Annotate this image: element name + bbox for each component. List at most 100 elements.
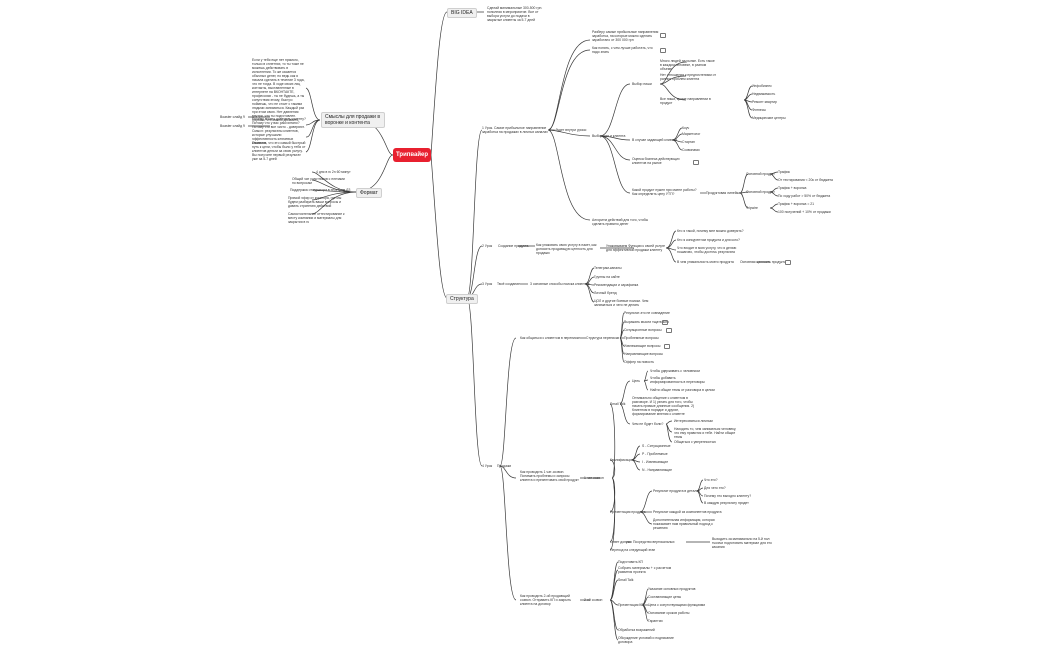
present-sub-2: Для чего это? — [704, 486, 726, 490]
present-node: Презентация продукта — [610, 510, 646, 514]
day2-right-4: В чем уникальность моего продукта — [677, 260, 734, 264]
second-call-4: Презентация КП — [618, 603, 644, 607]
day1-choice-note-2: Нет отношения к предпочтениям от ранних … — [660, 73, 716, 81]
present-1: Результат продукта в деталях — [653, 489, 700, 493]
day3-item-1: Телеграм-каналы — [594, 266, 622, 270]
spin-n: N - Направляющие — [642, 468, 673, 472]
day1-steps-label: Продуктовая линейка — [706, 191, 741, 195]
format-item-4: Прямой эфир от куратора, где мы будем ра… — [288, 196, 342, 208]
kp-1: Указание основных продуктов — [648, 587, 696, 591]
present-3: Дополнительная информация, которая показ… — [653, 518, 715, 530]
present-sub-4: В каждую результату придет — [704, 501, 749, 505]
day1-node[interactable]: 1 Урок. Самое прибыльное направление зар… — [482, 126, 548, 134]
big-idea-node[interactable]: BIG IDEA — [447, 8, 477, 18]
format-item-3: Поддержка от куратора в телеграм ДЗ — [290, 188, 351, 192]
kp-4: Основание сроков работы — [648, 611, 690, 615]
day1-choice-note-1: Много людей на рынке. Есть такое в каждо… — [660, 59, 715, 71]
small-talk-note: Оптимально общение с клиентом в разговор… — [632, 396, 695, 416]
present-sub-1: Что это? — [704, 478, 718, 482]
format-item-1: 4 дня в гк 2n 60 минут — [316, 170, 351, 174]
day1-niche-groups: Все ниши, кроме направлении в продукт — [660, 97, 711, 105]
day1-note-1: Разберу самые прибыльные направления зар… — [592, 30, 659, 42]
price-result-1: Трафик — [778, 170, 790, 174]
format-node[interactable]: Формат — [356, 188, 382, 198]
note-icon[interactable] — [785, 260, 791, 265]
kp-3: Цена с сопутствующими функциями — [648, 603, 706, 607]
second-call-2: Собрать материалы + с расчетом развития … — [618, 566, 672, 574]
day1-choice: Выбор ниши — [632, 82, 652, 86]
niche-5: Медицинские центры — [752, 116, 786, 120]
note-icon[interactable] — [662, 320, 668, 325]
meanings-node[interactable]: Смыслы для продажи в воронке и контента — [321, 112, 385, 128]
note-icon[interactable] — [660, 48, 666, 53]
day2-right-extra: Основная ценность продукта — [740, 260, 786, 264]
correspondence-3: Ситуационные вопросы — [624, 328, 662, 332]
root-node[interactable]: Трипвайер — [393, 148, 431, 162]
day1-best-client: Оценка бизнеса действующих клиентов на р… — [632, 157, 680, 165]
goal-3: Найти общие темы от разговора в целом — [650, 388, 715, 392]
price-result-2: От тестирования < 20к от бюджета — [778, 178, 833, 182]
day4-group2-mid: 1 чат-созвон — [584, 476, 604, 480]
day2-right-2: Кто я конкурентом продукта и для кого? — [677, 238, 740, 242]
day3-item-4: Личный бренд — [594, 291, 617, 295]
note-icon[interactable] — [666, 328, 672, 333]
day2-right-3: Что входит в мою услугу, что я делаю пош… — [677, 246, 737, 254]
day2-right-1: Кто я такой, почему мне можно доверять? — [677, 229, 744, 233]
format-item-2: Общий чат участников с плечами по вопрос… — [292, 177, 345, 185]
what-1: Интересоваться личным — [674, 419, 713, 423]
day4-node[interactable]: 4 Урок — [482, 464, 493, 468]
meaning-2: Почему можно доверять клиенту? Потому чт… — [252, 117, 306, 129]
note-icon[interactable] — [664, 344, 670, 349]
note-icon[interactable] — [660, 33, 666, 38]
note-icon[interactable] — [693, 160, 699, 165]
big-idea-text: Сделай минимальные 300-500 грн. пополняя… — [487, 6, 543, 22]
day2-node[interactable]: 2 Урок — [482, 244, 493, 248]
kp-5: Гарантии — [648, 619, 663, 623]
spin-p: P - Проблемные — [642, 452, 668, 456]
small-talk: Small Talk — [610, 402, 626, 406]
price-step-3: Tripwire — [746, 206, 758, 210]
present-2: Результат каждой из компонентов продукта — [653, 510, 722, 514]
day2-left: Как упаковать свою услугу в пакет, как д… — [536, 243, 597, 255]
objections-right: Выходить за минимально на 5-й пол тысячи… — [712, 537, 772, 549]
correspondence-1: Результат-это не совпадение — [624, 311, 670, 315]
price-option-4: Созвонами — [682, 148, 700, 152]
next-node: Переход на следующий этап — [610, 548, 656, 552]
objections-node: Ответ допуск — [610, 540, 631, 544]
price-result-3: Трафик + воронка — [778, 186, 807, 190]
goals: Цель — [632, 379, 641, 383]
meaning-1: Если у тебя еще нет прямого, только в сп… — [252, 58, 305, 122]
day3-item-2: Группы на сайте — [594, 275, 620, 279]
day1-price-net: Какой продукт нужен при смене работы? Ка… — [632, 188, 697, 196]
day3-item-5: ЦОЛ и другие боевые поиски. Чем занимать… — [594, 299, 649, 307]
meaning-4: Показать, что это самый быстрый путь к ц… — [252, 141, 306, 161]
day1-note-2: Как понять, с чем лучше работать, что на… — [592, 46, 653, 54]
price-step-2: Основной продукт — [746, 190, 775, 194]
price-result-5: Трафик + воронка = 21 — [778, 202, 815, 206]
day3-node[interactable]: 3 Урок — [482, 282, 493, 286]
day2-mid: Упаковываем Функции к своей услуге для э… — [606, 244, 666, 252]
kp-2: Составляющие цены — [648, 595, 682, 599]
second-call-1: Подготовить КП — [618, 560, 643, 564]
what-node: Чем не будет боли? — [632, 422, 664, 426]
niche-2: Недвижимость — [752, 92, 776, 96]
present-sub-3: Почему это выгодно клиенту? — [704, 494, 752, 498]
day3-item-3: Рекомендации и сарафанка — [594, 283, 639, 287]
day4-group1-right: Структура переписки — [586, 336, 620, 340]
second-call-3: Small Talk — [618, 578, 634, 582]
niche-1: Инфобизнес — [752, 84, 772, 88]
spin-node: Квалификация — [610, 458, 634, 462]
meaning-small-1: Boaster слайд 9 — [220, 115, 245, 119]
price-result-4: По ходу работ > 50% от бюджета — [778, 194, 831, 198]
objections-mid: Посредство вертикальных — [633, 540, 675, 544]
price-option-2: Маркетолог — [682, 132, 701, 136]
second-call-5: Обработка возражений — [618, 628, 655, 632]
what-3: Общаться с уверенностью — [674, 440, 716, 444]
price-option-1: Коуч — [682, 126, 690, 130]
second-call-6: Обсуждение условий и подписание договора — [618, 636, 674, 644]
spin-s: S - Ситуационные — [642, 444, 671, 448]
day1-algo: Алгоритм действий для того, чтобы сделат… — [592, 218, 649, 226]
spin-i: I - Извлекающие — [642, 460, 669, 464]
structure-node[interactable]: Структура — [446, 294, 478, 304]
correspondence-4: Проблемные вопросы — [624, 336, 659, 340]
